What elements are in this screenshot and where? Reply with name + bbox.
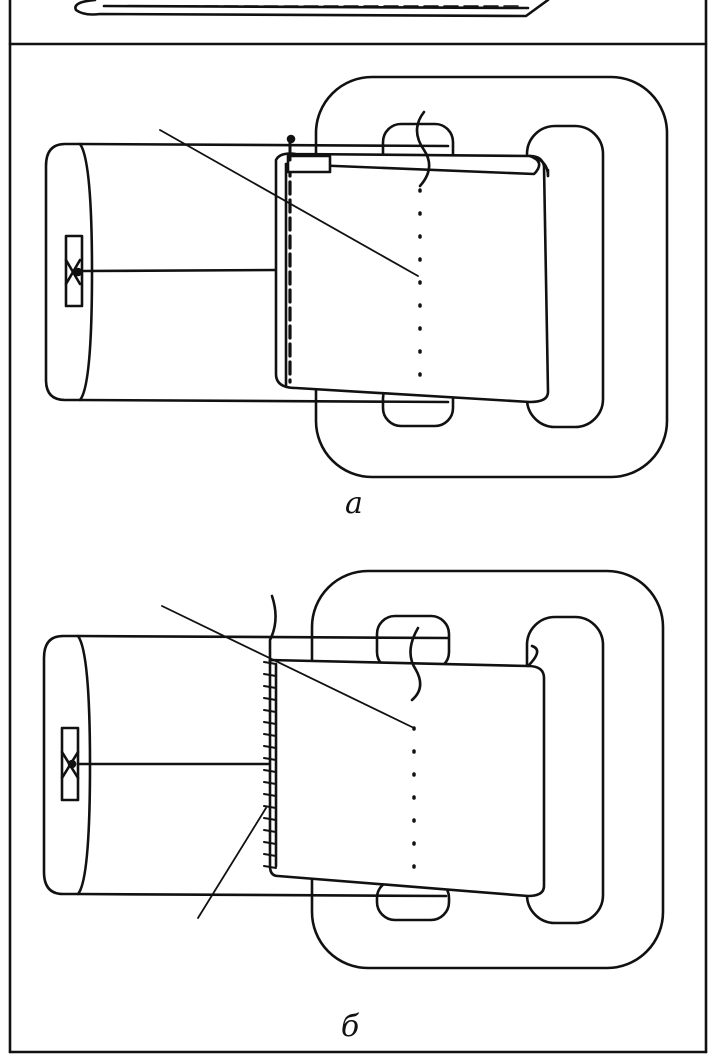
fabric-panel (159, 110, 550, 404)
page-frame (8, 0, 708, 1054)
panel-a-caption: а (345, 486, 363, 521)
panel-b-caption: б (341, 1009, 360, 1044)
panel-a: а (44, 75, 669, 521)
panel-b: б (42, 569, 665, 1044)
pile-roll-left (42, 634, 450, 898)
fabric-panel (161, 594, 546, 919)
pile-roll-left (44, 142, 450, 404)
previous-figure-fragment (74, 0, 550, 18)
